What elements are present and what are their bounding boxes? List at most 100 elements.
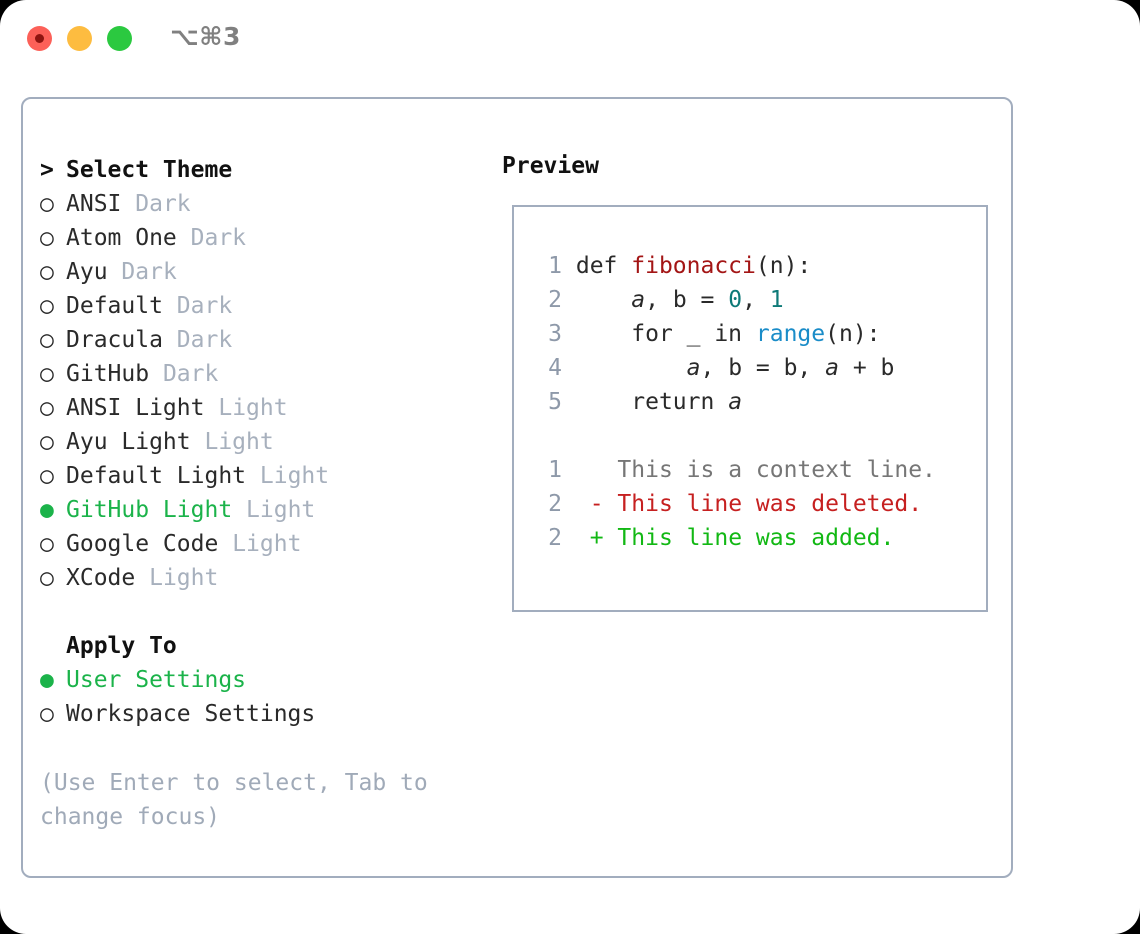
apply-to-option-user-settings[interactable]: ●User Settings — [40, 663, 480, 697]
radio-unselected-icon: ○ — [40, 225, 54, 251]
theme-name: ANSI — [66, 191, 122, 217]
radio-unselected-icon: ○ — [40, 463, 54, 489]
radio-unselected-icon: ○ — [40, 429, 54, 455]
theme-option-ayu[interactable]: ○ Ayu Dark — [40, 255, 480, 289]
theme-kind-badge: Light — [149, 565, 219, 591]
theme-name: Ayu — [66, 259, 108, 285]
line-number: 4 — [548, 355, 562, 381]
line-number: 2 — [548, 491, 562, 517]
theme-option-xcode[interactable]: ○XCode Light — [40, 561, 480, 595]
theme-kind-badge: Light — [232, 531, 302, 557]
theme-option-ansi-light[interactable]: ○ ANSI Light Light — [40, 391, 480, 425]
theme-name: Default Light — [66, 463, 247, 489]
code-token: def — [575, 253, 632, 279]
code-token: a — [686, 355, 701, 381]
code-line: 2 a, b = 0, 1 — [540, 283, 894, 317]
theme-option-ansi[interactable]: ○ ANSI Dark — [40, 187, 480, 221]
code-token — [576, 355, 687, 381]
theme-kind-badge: Light — [259, 463, 330, 489]
theme-name: ANSI Light — [66, 395, 205, 421]
code-token: = — [686, 287, 729, 313]
keyboard-shortcut-label: ⌥⌘3 — [170, 22, 241, 51]
theme-name: GitHub — [66, 361, 150, 387]
apply-to-option-workspace-settings[interactable]: ○ Workspace Settings — [40, 697, 480, 731]
theme-list-column: >Select Theme ○ANSI Dark○Atom One Dark○A… — [40, 153, 480, 834]
theme-name: XCode — [66, 565, 136, 591]
diff-text: This line was deleted. — [617, 491, 923, 517]
diff-sign: + — [589, 525, 604, 551]
line-number: 2 — [548, 525, 562, 551]
theme-kind-badge: Dark — [135, 191, 191, 217]
code-line: 4 a, b = b, a + b — [540, 351, 894, 385]
recording-indicator-icon — [35, 34, 44, 43]
code-line: 5 return a — [540, 385, 894, 419]
apply-to-label: Workspace Settings — [66, 701, 316, 727]
code-token: a — [631, 287, 646, 313]
minimize-button[interactable] — [67, 26, 92, 51]
theme-option-list: ○ANSI Dark○Atom One Dark○Ayu Dark○Defaul… — [40, 187, 480, 595]
prompt-caret-icon: > — [40, 157, 54, 183]
code-token: a — [825, 355, 839, 381]
diff-text: This line was added. — [617, 525, 895, 551]
theme-name: Ayu Light — [66, 429, 191, 455]
diff-line: 2 + This line was added. — [540, 521, 936, 555]
theme-kind-badge: Light — [218, 395, 288, 421]
diff-sign — [590, 457, 604, 483]
apply-to-heading-label: Apply To — [66, 633, 177, 659]
theme-kind-badge: Light — [204, 429, 274, 455]
page-title-label: Select Theme — [66, 157, 233, 183]
apply-to-option-list: ●User Settings ○ Workspace Settings — [40, 663, 480, 731]
radio-selected-icon: ● — [40, 667, 54, 693]
code-token: , — [645, 287, 673, 313]
close-button[interactable] — [27, 26, 52, 51]
spacer-icon: · — [40, 629, 66, 663]
diff-sign: - — [589, 491, 604, 517]
line-number: 3 — [548, 321, 562, 347]
line-number: 1 — [548, 457, 562, 483]
theme-option-github-light[interactable]: ●GitHub Light Light — [40, 493, 480, 527]
diff-text: This is a context line. — [617, 457, 936, 483]
code-line: 1 def fibonacci(n): — [540, 249, 894, 283]
theme-option-dracula[interactable]: ○Dracula Dark — [40, 323, 480, 357]
theme-kind-badge: Dark — [121, 259, 177, 285]
code-token: , — [742, 287, 770, 313]
theme-name: Google Code — [66, 531, 219, 557]
theme-option-ayu-light[interactable]: ○ Ayu Light Light — [40, 425, 480, 459]
diff-line: 2 - This line was deleted. — [540, 487, 936, 521]
code-token: b — [672, 287, 687, 313]
zoom-button[interactable] — [107, 26, 132, 51]
code-token: + b — [838, 355, 895, 381]
theme-option-google-code[interactable]: ○ Google Code Light — [40, 527, 480, 561]
preview-heading: Preview — [502, 153, 599, 179]
theme-option-atom-one[interactable]: ○Atom One Dark — [40, 221, 480, 255]
theme-kind-badge: Dark — [162, 361, 219, 387]
theme-name: Default — [66, 293, 163, 319]
radio-unselected-icon: ○ — [40, 395, 54, 421]
title-bar: ⌥⌘3 — [0, 0, 1140, 76]
code-token: for _ in — [575, 321, 756, 347]
line-number: 2 — [548, 287, 562, 313]
radio-unselected-icon: ○ — [40, 191, 54, 217]
code-token — [576, 287, 631, 313]
radio-unselected-icon: ○ — [40, 259, 54, 285]
radio-unselected-icon: ○ — [40, 701, 54, 727]
code-token: (n): — [755, 253, 812, 279]
code-token: a — [728, 389, 743, 415]
theme-picker-panel: >Select Theme ○ANSI Dark○Atom One Dark○A… — [21, 97, 1013, 878]
radio-selected-icon: ● — [40, 497, 54, 523]
code-token: (n): — [825, 321, 881, 347]
theme-option-default-light[interactable]: ○ Default Light Light — [40, 459, 480, 493]
code-token: , b = b, — [700, 355, 826, 381]
theme-option-github[interactable]: ○GitHub Dark — [40, 357, 480, 391]
theme-kind-badge: Dark — [176, 327, 233, 353]
radio-unselected-icon: ○ — [40, 531, 54, 557]
theme-option-default[interactable]: ○Default Dark — [40, 289, 480, 323]
code-token: return — [575, 389, 729, 415]
theme-kind-badge: Dark — [190, 225, 247, 251]
page-title: > Select Theme — [40, 153, 480, 187]
code-token: 0 — [728, 287, 743, 313]
code-line: 3 for _ in range(n): — [540, 317, 894, 351]
